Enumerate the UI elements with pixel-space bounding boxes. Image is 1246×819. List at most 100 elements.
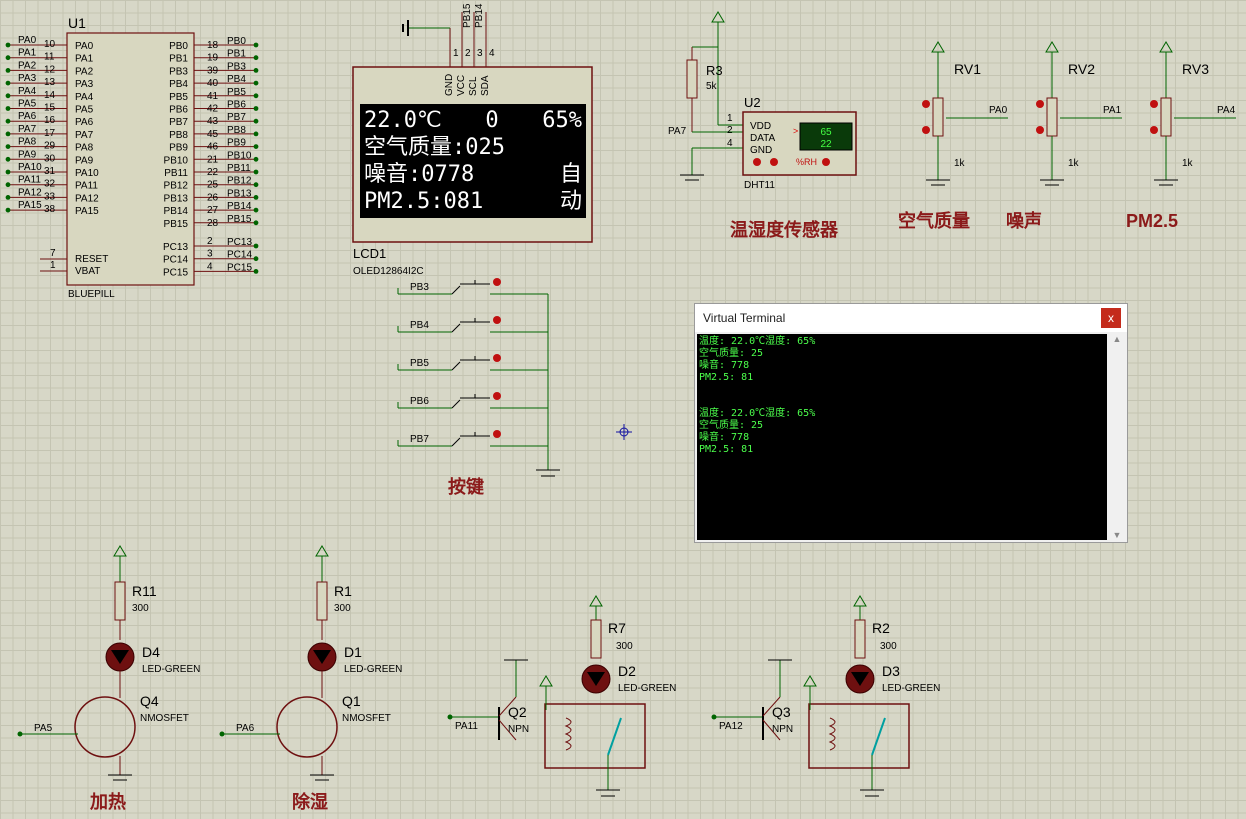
push-button[interactable]: PB5 [397, 354, 548, 371]
pin-dot[interactable] [253, 93, 259, 99]
pin-num: 22 [207, 167, 219, 178]
terminal-line: PM2.5: 81 [699, 372, 754, 383]
button-net: PB5 [410, 358, 429, 369]
pin-dot[interactable] [253, 80, 259, 86]
pin-dot[interactable] [5, 207, 11, 213]
dht11-sensor[interactable]: R3 5k PA7 U2 DHT11 VDD DATA GND 1 2 4 65… [668, 11, 857, 240]
pin-num: 12 [44, 64, 56, 75]
button-actuator-icon[interactable] [493, 354, 501, 362]
pin-dot[interactable] [5, 118, 11, 124]
pin-dot[interactable] [253, 118, 259, 124]
pin-dot[interactable] [253, 106, 259, 111]
pin-dot[interactable] [253, 131, 259, 137]
pin-dot[interactable] [5, 68, 11, 73]
pin-num: 14 [44, 90, 56, 101]
transistor-ref: Q2 [508, 704, 527, 720]
pin-dot[interactable] [5, 42, 11, 48]
pot-adjust-icon[interactable] [1150, 126, 1158, 134]
pin-dot[interactable] [253, 55, 259, 61]
terminal-line: 温度: 22.0℃湿度: 65% [699, 336, 816, 347]
pin-dot[interactable] [5, 195, 11, 200]
button-actuator-icon[interactable] [493, 430, 501, 438]
push-button[interactable]: PB4 [397, 316, 548, 333]
pin-num: 46 [207, 142, 219, 153]
pin-num: 33 [44, 191, 56, 202]
pin-net-label: PB3 [227, 61, 246, 72]
pin-net-label: PA6 [18, 111, 37, 122]
button-actuator-icon[interactable] [493, 278, 501, 286]
virtual-terminal-window[interactable]: Virtual Terminal x 温度: 22.0℃湿度: 65% 空气质量… [694, 303, 1128, 543]
pin-dot[interactable] [253, 68, 259, 73]
pin-dot[interactable] [253, 195, 259, 200]
push-button[interactable]: PB6 [397, 392, 548, 409]
dht-button-icon[interactable] [753, 158, 761, 166]
pin-dot[interactable] [5, 80, 11, 86]
pin-dot[interactable] [5, 156, 11, 162]
pot-adjust-icon[interactable] [1036, 126, 1044, 134]
pot-adjust-icon[interactable] [922, 126, 930, 134]
close-button[interactable]: x [1101, 308, 1121, 328]
led-part: LED-GREEN [142, 664, 200, 675]
scroll-down-icon[interactable]: ▼ [1112, 530, 1122, 540]
pot-adjust-icon[interactable] [922, 100, 930, 108]
push-button[interactable]: PB3 [397, 278, 548, 295]
led-part: LED-GREEN [882, 683, 940, 694]
pin-dot[interactable] [253, 220, 259, 226]
pin-dot[interactable] [5, 131, 11, 137]
pin-dot[interactable] [253, 144, 259, 150]
pin-num: 25 [207, 180, 219, 191]
mosfet-part: NMOSFET [342, 713, 391, 724]
pin-dot[interactable] [253, 156, 259, 162]
dht-pin-num-1: 1 [727, 113, 733, 124]
pin-dot[interactable] [5, 55, 11, 61]
dht-button-icon[interactable] [822, 158, 830, 166]
pin-dot[interactable] [5, 169, 11, 175]
pin-num: 43 [207, 116, 219, 127]
button-actuator-icon[interactable] [493, 316, 501, 324]
dht-pin-vdd: VDD [750, 121, 771, 132]
pin-dot[interactable] [253, 269, 259, 274]
pot-adjust-icon[interactable] [1150, 100, 1158, 108]
terminal-line: 噪音: 778 [699, 432, 750, 443]
pin-dot[interactable] [253, 182, 259, 188]
pin-dot[interactable] [253, 42, 259, 48]
pin-name: PB3 [169, 66, 188, 77]
pin-num: 18 [207, 40, 219, 51]
mosfet-net: PA6 [236, 723, 255, 734]
pot-adjust-icon[interactable] [1036, 100, 1044, 108]
pin-dot[interactable] [253, 169, 259, 175]
pin-num: 16 [44, 115, 56, 126]
button-net: PB4 [410, 320, 429, 331]
button-actuator-icon[interactable] [493, 392, 501, 400]
pin-net-label: PA9 [18, 149, 37, 160]
terminal-titlebar[interactable]: Virtual Terminal x [695, 304, 1127, 332]
pin-dot[interactable] [5, 144, 11, 150]
resistor-ref: R2 [872, 620, 890, 636]
pin-dot[interactable] [253, 243, 259, 249]
pin-dot[interactable] [5, 93, 11, 99]
pin-dot[interactable] [5, 106, 11, 111]
pin-net-label: PB7 [227, 112, 246, 123]
dht-arrow-icon: > [793, 126, 798, 136]
push-button[interactable]: PB7 [397, 430, 548, 447]
dht-button-icon[interactable] [770, 158, 778, 166]
pin-dot[interactable] [5, 182, 11, 188]
pin-dot[interactable] [253, 207, 259, 213]
pin-net-label: PA7 [18, 124, 37, 135]
lcd-ref: LCD1 [353, 246, 386, 261]
pin-num: 40 [207, 78, 219, 89]
pin-dot[interactable] [253, 256, 259, 262]
pin-name: PA9 [75, 155, 94, 166]
terminal-scrollbar[interactable]: ▲ ▼ [1109, 334, 1125, 540]
scroll-up-icon[interactable]: ▲ [1112, 334, 1122, 344]
terminal-output[interactable]: 温度: 22.0℃湿度: 65% 空气质量: 25 噪音: 778 PM2.5:… [697, 334, 1107, 540]
